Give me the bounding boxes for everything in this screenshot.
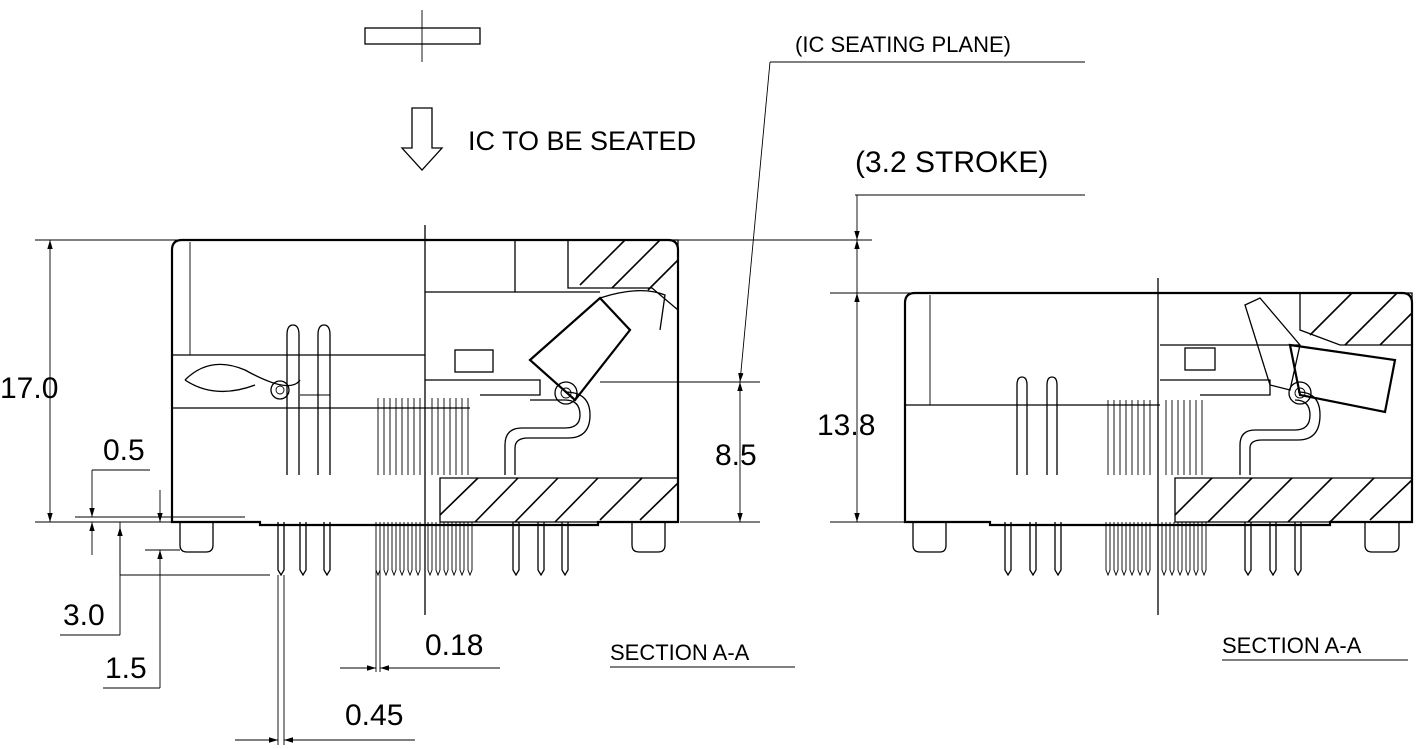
dim-13-8: 13.8 — [817, 409, 875, 442]
ic-to-be-seated-label: IC TO BE SEATED — [468, 126, 696, 156]
right-contact-array — [1107, 400, 1203, 475]
dim-17-0: 17.0 — [0, 372, 58, 405]
seating-plane-leader — [738, 61, 771, 383]
right-actuator-lever — [1244, 297, 1397, 414]
right-pins — [1004, 522, 1302, 577]
dim-3-0: 3.0 — [63, 599, 105, 632]
section-label-left: SECTION A-A — [610, 640, 750, 665]
left-pins — [277, 522, 569, 577]
section-label-right: SECTION A-A — [1222, 633, 1362, 658]
dim-0-45: 0.45 — [345, 699, 403, 732]
ic-package-symbol — [364, 10, 481, 62]
dim-1-5: 1.5 — [105, 652, 147, 685]
left-connector-section — [170, 225, 680, 615]
left-contact-array — [377, 398, 469, 475]
right-connector-section — [903, 278, 1414, 615]
dim-0-18: 0.18 — [425, 629, 483, 662]
ic-seating-plane-label: (IC SEATING PLANE) — [795, 32, 1011, 57]
dim-8-5: 8.5 — [715, 439, 757, 472]
left-dimension-lines — [35, 239, 872, 745]
stroke-label: (3.2 STROKE) — [855, 146, 1048, 179]
seating-direction-arrow — [400, 107, 444, 171]
dim-0-5: 0.5 — [103, 434, 145, 467]
left-actuator-lever — [528, 290, 666, 405]
right-dimension-lines — [830, 195, 915, 523]
